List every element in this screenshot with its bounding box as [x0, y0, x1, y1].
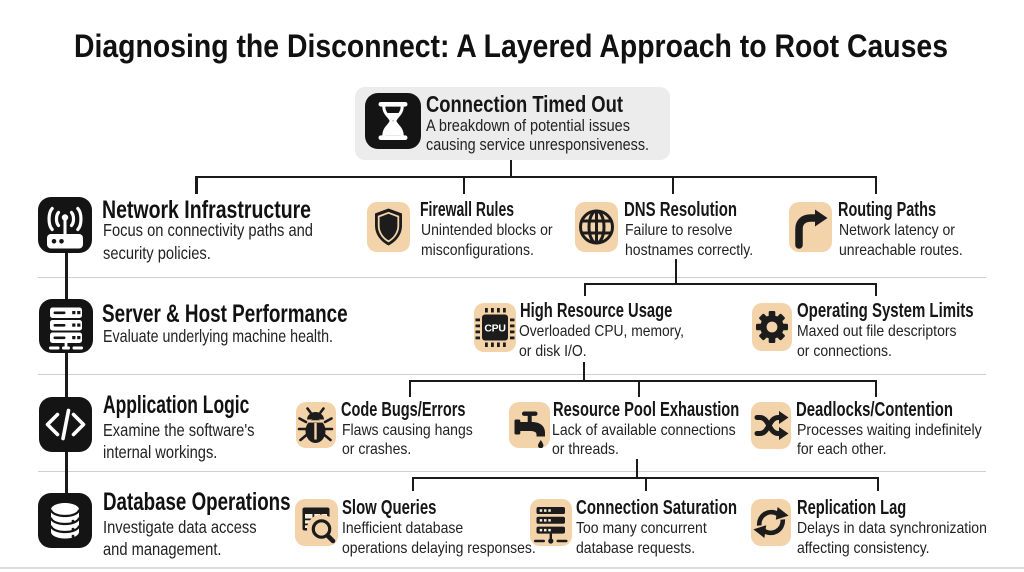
svg-text:CPU: CPU: [484, 323, 505, 335]
